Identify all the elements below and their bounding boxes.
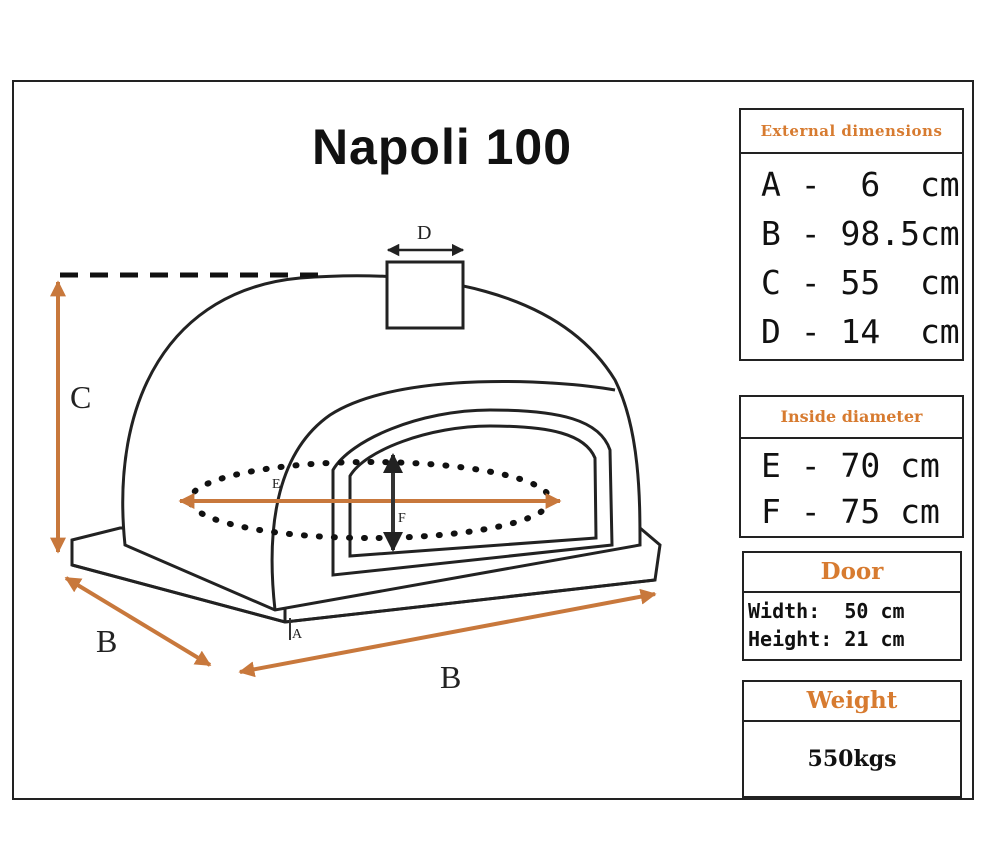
inside-diameter-heading: Inside diameter — [741, 397, 962, 439]
weight-box: Weight 550kgs — [742, 680, 962, 798]
door-width: Width: 50 cm — [748, 599, 905, 623]
door-heading: Door — [744, 553, 960, 593]
inside-row-f: F - 75 cm — [761, 492, 940, 531]
arrow-b-front — [238, 588, 657, 678]
label-c: C — [70, 379, 91, 415]
label-f: F — [398, 511, 406, 526]
dimension-arrows — [50, 280, 657, 678]
dimension-row-a: A - 6 cm — [761, 165, 960, 204]
drawing-frame — [12, 80, 974, 800]
dimension-row-d: D - 14 cm — [761, 312, 960, 351]
dimension-row-c: C - 55 cm — [761, 263, 960, 302]
inside-diameter-box: Inside diameter E - 70 cm F - 75 cm — [739, 395, 964, 538]
weight-value: 550kgs — [807, 746, 897, 772]
label-b-front: B — [440, 659, 461, 695]
external-dimensions-box: External dimensions A - 6 cm B - 98.5cm … — [739, 108, 964, 361]
label-b-side: B — [96, 623, 117, 659]
door-height: Height: 21 cm — [748, 627, 905, 651]
oven-chimney — [385, 260, 465, 330]
door-box: Door Width: 50 cm Height: 21 cm — [742, 551, 962, 661]
label-d: D — [417, 222, 431, 244]
external-dimensions-heading: External dimensions — [741, 110, 962, 154]
oven-door — [331, 408, 614, 577]
page-title: Napoli 100 — [311, 119, 573, 175]
label-e: E — [272, 477, 281, 492]
inside-row-e: E - 70 cm — [761, 446, 940, 485]
arrow-b-side — [64, 576, 212, 667]
label-a: A — [292, 627, 303, 642]
weight-heading: Weight — [744, 682, 960, 722]
dimension-row-b: B - 98.5cm — [761, 214, 960, 253]
